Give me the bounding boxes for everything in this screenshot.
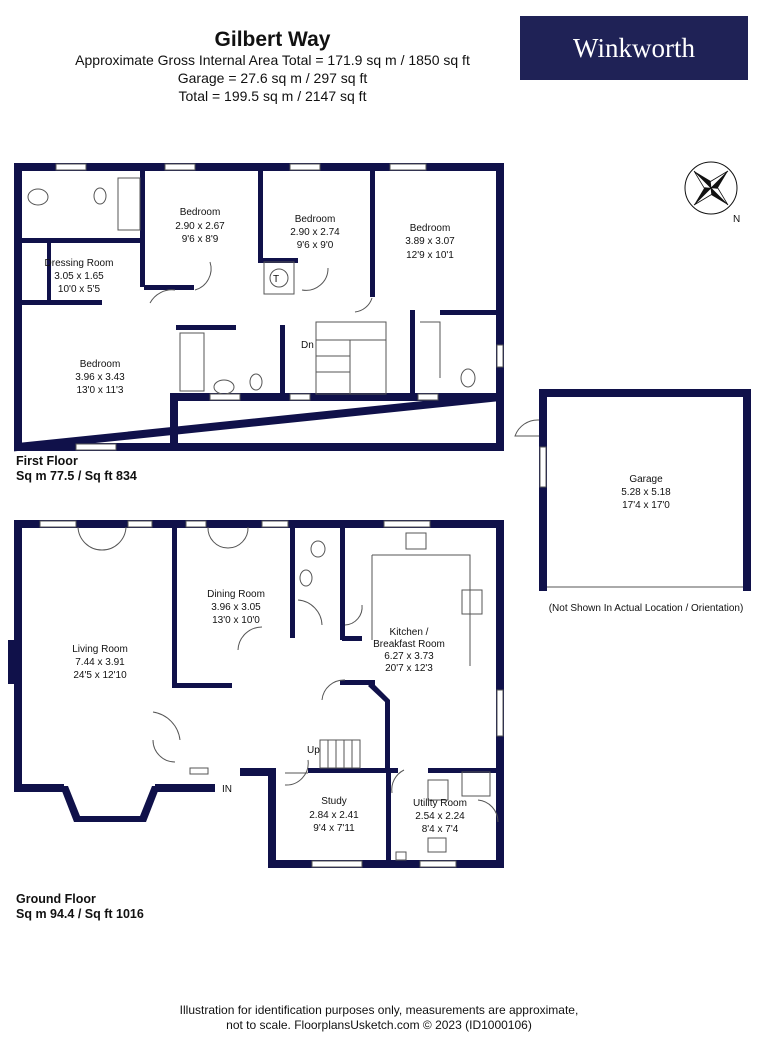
svg-text:Dining Room: Dining Room [207, 589, 265, 600]
gf-room-living-room: Living Room 7.44 x 3.91 24'5 x 12'10 [72, 644, 128, 681]
garage-left-wall [539, 389, 547, 591]
svg-text:Bedroom: Bedroom [410, 223, 451, 234]
svg-text:2.90 x 2.67: 2.90 x 2.67 [175, 221, 225, 232]
svg-text:3.89 x 3.07: 3.89 x 3.07 [405, 236, 455, 247]
garage-room: Garage 5.28 x 5.18 17'4 x 17'0 [621, 474, 671, 511]
svg-text:24'5 x 12'10: 24'5 x 12'10 [73, 670, 127, 681]
logo-text: Winkworth [573, 32, 695, 63]
svg-text:2.84 x 2.41: 2.84 x 2.41 [309, 810, 359, 821]
svg-text:9'6 x 8'9: 9'6 x 8'9 [182, 234, 219, 245]
disclaimer-line-2: not to scale. FloorplansUsketch.com © 20… [226, 1018, 532, 1032]
svg-text:2.90 x 2.74: 2.90 x 2.74 [290, 227, 340, 238]
ff-fixtures [27, 177, 476, 395]
garage-right-wall [743, 389, 751, 591]
svg-text:Bedroom: Bedroom [180, 207, 221, 218]
grand-total-line: Total = 199.5 sq m / 2147 sq ft [178, 88, 367, 104]
svg-text:9'6 x 9'0: 9'6 x 9'0 [297, 240, 334, 251]
compass-rose-icon [684, 161, 738, 215]
ff-room-dressing-room: Dressing Room 3.05 x 1.65 10'0 x 5'5 [45, 258, 114, 295]
gf-entrance-label: IN [222, 784, 232, 795]
svg-text:9'4 x 7'11: 9'4 x 7'11 [313, 823, 355, 834]
svg-text:7.44 x 3.91: 7.44 x 3.91 [75, 657, 125, 668]
gf-room-utility-room: Utility Room 2.54 x 2.24 8'4 x 7'4 [413, 798, 467, 835]
ff-room-bedroom-1: Bedroom 3.96 x 3.43 13'0 x 11'3 [75, 359, 125, 396]
svg-text:13'0 x 10'0: 13'0 x 10'0 [212, 615, 260, 626]
ff-windows [55, 163, 504, 451]
gf-fixtures [77, 526, 499, 861]
gf-stairs-label: Up [307, 745, 320, 756]
gf-interior-walls [172, 528, 498, 864]
garage-top-wall [539, 389, 751, 397]
ff-interior-walls [22, 167, 500, 397]
svg-text:Dressing Room: Dressing Room [45, 258, 114, 269]
total-area-line: Approximate Gross Internal Area Total = … [75, 52, 470, 68]
winkworth-logo: Winkworth [520, 16, 748, 80]
plan-title: Gilbert Way [214, 28, 331, 51]
svg-text:5.28 x 5.18: 5.28 x 5.18 [621, 487, 671, 498]
svg-text:Breakfast Room: Breakfast Room [373, 639, 445, 650]
first-floor-label: First Floor Sq m 77.5 / Sq ft 834 [16, 454, 137, 484]
ff-left-wall [14, 163, 22, 451]
ff-stairs-label: Dn [301, 340, 314, 351]
svg-text:Garage: Garage [629, 474, 663, 485]
first-floor-name: First Floor [16, 454, 78, 468]
svg-text:8'4 x 7'4: 8'4 x 7'4 [422, 824, 459, 835]
svg-text:3.05 x 1.65: 3.05 x 1.65 [54, 271, 104, 282]
ff-room-bedroom-4: Bedroom 3.89 x 3.07 12'9 x 10'1 [405, 223, 455, 261]
ground-floor-name: Ground Floor [16, 892, 96, 906]
garage-window [539, 446, 547, 488]
gf-room-study: Study 2.84 x 2.41 9'4 x 7'11 [309, 796, 359, 834]
svg-text:6.27 x 3.73: 6.27 x 3.73 [384, 651, 434, 662]
svg-text:12'9 x 10'1: 12'9 x 10'1 [406, 250, 454, 261]
svg-text:3.96 x 3.43: 3.96 x 3.43 [75, 372, 125, 383]
garage-side-door [514, 419, 540, 437]
svg-text:13'0 x 11'3: 13'0 x 11'3 [76, 385, 123, 396]
ground-floor-label: Ground Floor Sq m 94.4 / Sq ft 1016 [16, 892, 144, 922]
ff-room-bedroom-3: Bedroom 2.90 x 2.74 9'6 x 9'0 [290, 214, 340, 251]
svg-text:Bedroom: Bedroom [80, 359, 121, 370]
gf-room-dining-room: Dining Room 3.96 x 3.05 13'0 x 10'0 [207, 589, 265, 626]
svg-text:17'4 x 17'0: 17'4 x 17'0 [622, 500, 670, 511]
disclaimer-line-1: Illustration for identification purposes… [179, 1003, 579, 1017]
first-floor-area: Sq m 77.5 / Sq ft 834 [16, 469, 137, 483]
svg-text:Living Room: Living Room [72, 644, 128, 655]
ff-bottom-wall-right [170, 393, 504, 401]
svg-text:Utility Room: Utility Room [413, 798, 467, 809]
svg-text:20'7 x 12'3: 20'7 x 12'3 [385, 663, 433, 674]
garage-area-line: Garage = 27.6 sq m / 297 sq ft [177, 70, 368, 86]
svg-text:10'0 x 5'5: 10'0 x 5'5 [58, 284, 101, 295]
svg-text:3.96 x 3.05: 3.96 x 3.05 [211, 602, 261, 613]
svg-text:Kitchen /: Kitchen / [390, 627, 429, 638]
ff-right-wall [496, 163, 504, 401]
svg-text:Bedroom: Bedroom [295, 214, 336, 225]
garage-note: (Not Shown In Actual Location / Orientat… [549, 603, 744, 614]
ff-room-bedroom-2: Bedroom 2.90 x 2.67 9'6 x 8'9 [175, 207, 225, 245]
ff-cupboard-label: T [273, 274, 279, 285]
compass-north-label: N [733, 214, 740, 225]
ground-floor-area: Sq m 94.4 / Sq ft 1016 [16, 907, 144, 921]
gf-windows [39, 520, 504, 868]
svg-text:2.54 x 2.24: 2.54 x 2.24 [415, 811, 465, 822]
gf-room-kitchen: Kitchen / Breakfast Room 6.27 x 3.73 20'… [373, 627, 445, 674]
svg-text:Study: Study [321, 796, 347, 807]
ff-step-wall [170, 393, 178, 451]
